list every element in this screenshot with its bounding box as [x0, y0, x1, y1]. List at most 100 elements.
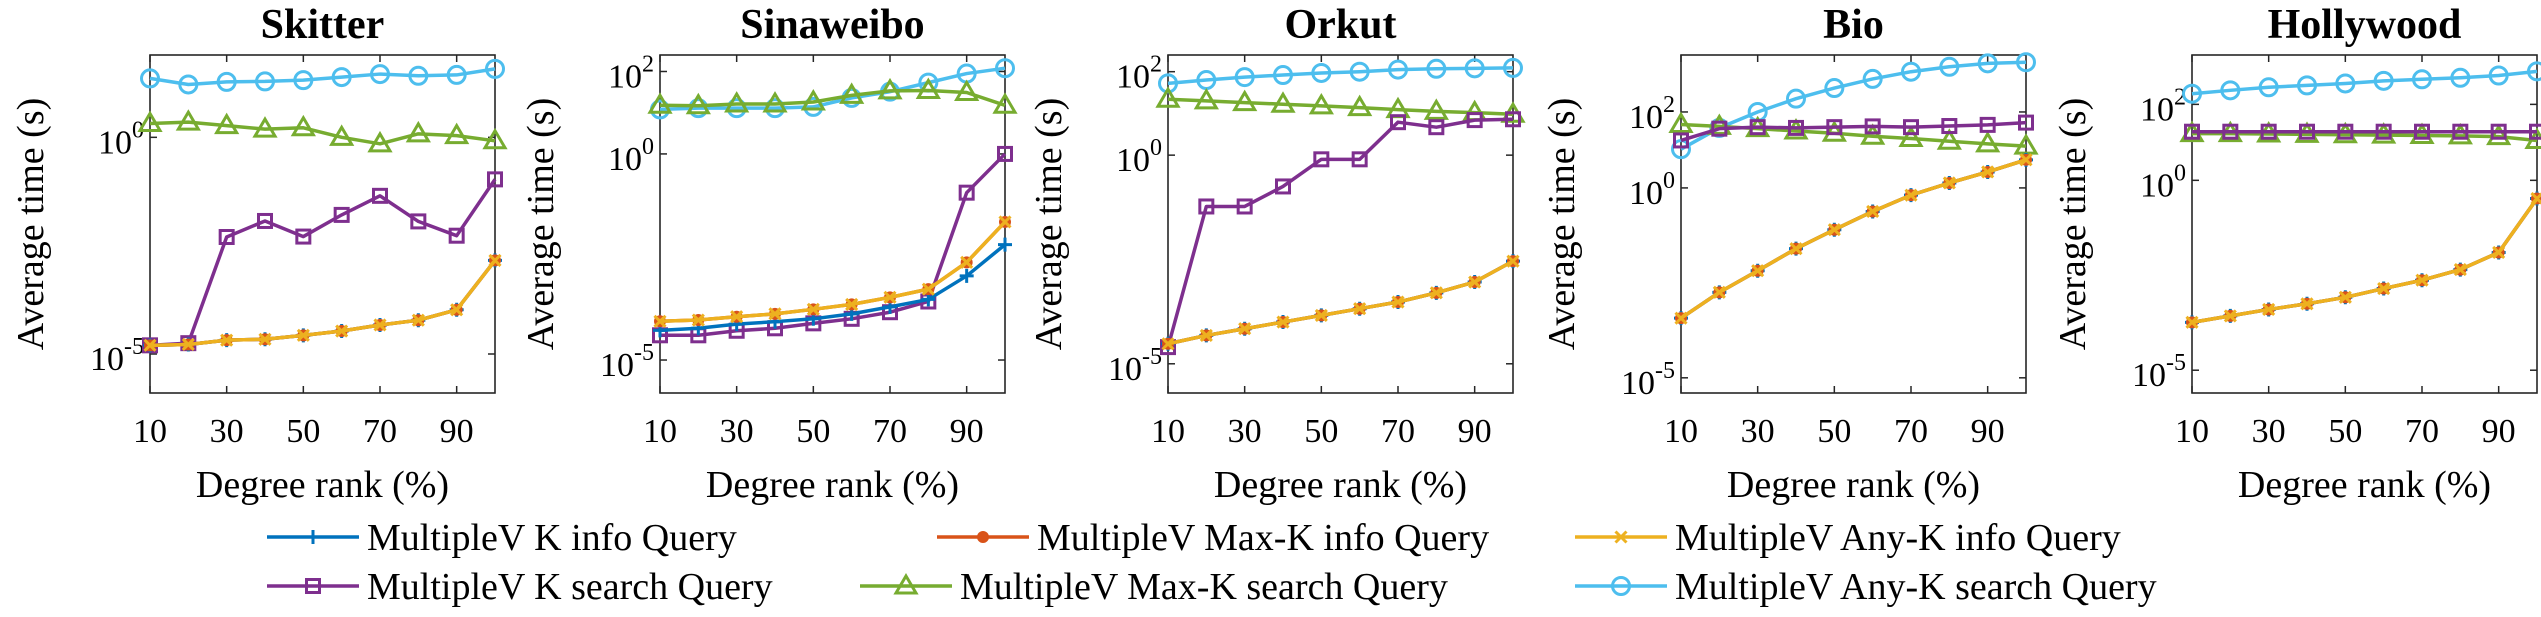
data-point: [333, 206, 350, 223]
data-point: [1975, 130, 2001, 153]
data-point: [1270, 91, 1296, 113]
data-point: [2018, 114, 2034, 131]
data-point: [216, 71, 237, 92]
x-tick-label: 30: [1741, 413, 1775, 450]
data-point: [485, 58, 505, 79]
series-line: [1680, 158, 2027, 320]
chart-title: Orkut: [1284, 2, 1396, 48]
x-tick-label: 30: [1228, 413, 1262, 450]
series-maxk-search: [647, 77, 1018, 115]
y-tick-label: 10-5: [1108, 344, 1162, 388]
data-point: [1903, 119, 1919, 136]
data-point: [214, 112, 240, 135]
series-k-search: [2184, 123, 2541, 140]
y-tick-label: 10-5: [1621, 358, 1675, 402]
data-point: [1276, 315, 1290, 329]
legend-item-maxk-info: MultipleV Max-K info Query: [937, 517, 1489, 559]
data-point: [140, 68, 160, 89]
data-point: [839, 82, 865, 104]
data-point: [1232, 89, 1258, 112]
data-point: [450, 303, 464, 317]
data-point: [329, 124, 355, 146]
data-point: [1505, 111, 1521, 128]
data-point: [998, 237, 1012, 252]
series-line: [149, 178, 497, 348]
axes-box: [149, 54, 496, 394]
data-point: [2490, 123, 2507, 140]
data-point: [255, 71, 275, 92]
data-point: [2450, 67, 2471, 88]
data-point: [1193, 87, 1219, 110]
x-axis-label: Degree rank (%): [2238, 464, 2491, 506]
data-point: [2338, 290, 2352, 304]
series-anyk-info: [1161, 254, 1520, 351]
legend-label: MultipleV Max-K search Query: [960, 566, 1448, 608]
data-point: [1864, 118, 1881, 135]
x-tick-label: 90: [440, 413, 474, 450]
y-tick-label: 100: [2140, 160, 2186, 204]
series-line: [1166, 117, 1514, 348]
data-point: [2529, 123, 2541, 140]
data-point: [883, 290, 897, 304]
data-point: [1671, 139, 1691, 160]
data-point: [1347, 94, 1373, 117]
chart-title: Hollywood: [2268, 2, 2462, 48]
legend-item-k-info: MultipleV K info Query: [267, 517, 737, 559]
data-point: [2375, 123, 2392, 140]
x-tick-label: 70: [1381, 413, 1415, 450]
series-anyk-search: [140, 58, 505, 95]
data-point: [2453, 263, 2467, 277]
data-point: [1901, 61, 1921, 82]
data-point: [1749, 119, 1766, 136]
data-point: [143, 338, 157, 352]
legend-marker: [893, 573, 919, 595]
data-point: [2260, 123, 2277, 140]
data-point: [2184, 123, 2200, 140]
data-point: [1941, 118, 1958, 135]
data-point: [1503, 57, 1523, 78]
series-anyk-info: [653, 215, 1012, 328]
legend-box: [258, 508, 2286, 612]
data-point: [2223, 309, 2237, 323]
series-k-info: [143, 253, 502, 353]
data-point: [290, 114, 316, 137]
data-point: [2300, 297, 2314, 311]
x-tick-label: 50: [286, 413, 320, 450]
data-point: [1711, 120, 1728, 137]
data-point: [1786, 88, 1806, 109]
data-point: [2335, 73, 2356, 94]
data-point: [1936, 128, 1962, 150]
y-axis-label: Average time (s): [10, 98, 52, 351]
data-point: [1977, 53, 1998, 74]
data-point: [1390, 114, 1406, 131]
data-point: [295, 228, 312, 245]
data-point: [2222, 123, 2239, 140]
data-point: [691, 313, 705, 327]
data-point: [296, 328, 310, 342]
data-point: [1862, 68, 1883, 89]
data-point: [2337, 123, 2354, 140]
series-line: [659, 220, 1007, 324]
x-tick-label: 10: [643, 413, 677, 450]
data-point: [1904, 188, 1918, 202]
data-point: [1238, 322, 1252, 336]
data-point: [405, 120, 431, 143]
data-point: [488, 253, 502, 267]
chart-title: Bio: [1823, 2, 1884, 48]
data-point: [2262, 302, 2276, 317]
y-tick-label: 100: [1629, 168, 1675, 212]
series-line: [2191, 197, 2539, 325]
data-point: [178, 74, 199, 95]
y-tick-label: 102: [1116, 52, 1162, 96]
series-maxk-info: [2186, 192, 2541, 329]
data-point: [220, 333, 234, 347]
data-point: [370, 64, 390, 85]
series-k-info: [1161, 254, 1520, 351]
data-point: [2258, 77, 2279, 98]
legend-marker: [1611, 576, 1631, 596]
series-maxk-search: [137, 109, 508, 153]
data-point: [800, 89, 826, 111]
